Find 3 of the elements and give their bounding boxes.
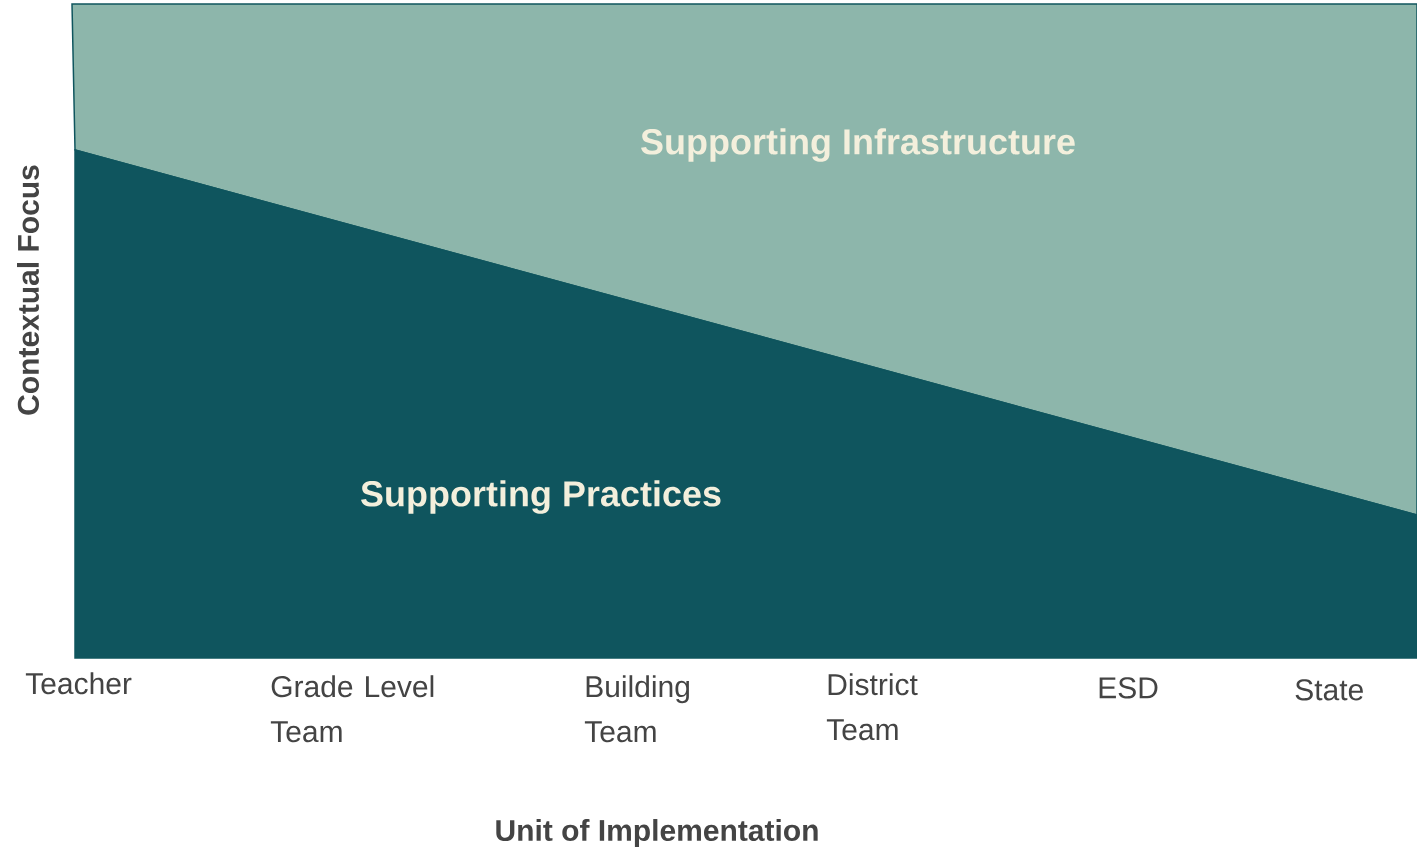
category-label: Teacher xyxy=(25,672,132,695)
axis-title: Contextual Focus xyxy=(17,165,39,415)
axis-title: Unit of Implementation xyxy=(496,819,818,847)
